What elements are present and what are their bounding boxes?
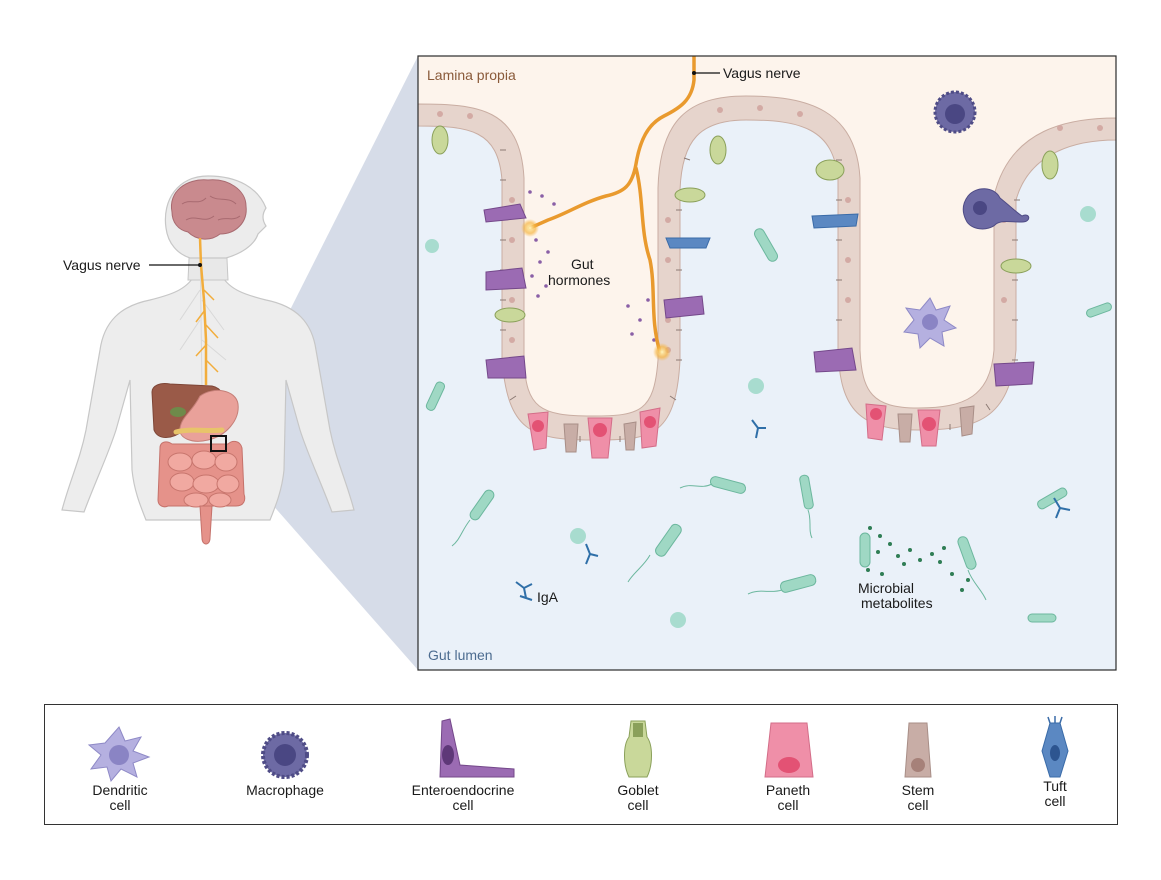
legend-goblet-line1: Goblet [617,782,659,798]
legend-macrophage: Macrophage [210,705,360,824]
gut-hormones-label-1: Gut [571,256,594,272]
paneth-cell-icon [764,722,814,778]
iga-antibodies [515,419,1071,601]
legend-enteroendocrine-line1: Enteroendocrine [411,782,515,798]
dendritic-cell-icon [87,726,151,783]
bacteria [425,228,1112,623]
macrophage-lamina [933,90,977,134]
gut-hormones-label-2: hormones [548,272,610,288]
legend-stem-line2: cell [907,797,929,813]
microbial-metabolites-label-1: Microbial [858,580,914,596]
legend-enteroendocrine-line2: cell [452,797,474,813]
stem-cell-icon [904,722,932,778]
legend-paneth-line1: Paneth [765,782,811,798]
legend-goblet-line2: cell [627,797,649,813]
iga-label: IgA [537,589,559,605]
legend-tuft-line1: Tuft [1043,778,1067,794]
vagus-nerve-inset [528,56,696,354]
legend-dendritic-line1: Dendritic [92,782,148,798]
legend-tuft-line2: cell [1044,793,1066,809]
tuft-cell-icon [1041,716,1069,778]
legend-macrophage-line1: Macrophage [246,782,324,798]
enteroendocrine-cells [483,203,1035,387]
human-body-figure [61,175,355,545]
epithelium [418,95,1116,441]
zoom-square [210,435,227,452]
legend-stem-line1: Stem [901,782,935,798]
macrophage-icon [261,731,309,779]
goblet-cell-icon [624,720,652,778]
main-illustration: Vagus nerve [61,55,1117,671]
legend-paneth-line2: cell [777,797,799,813]
lamina-propia-label: Lamina propia [427,67,516,83]
enteroendocrine-cell-icon [439,718,515,778]
dendritic-lumen [903,297,958,350]
zoom-wedge [226,56,418,670]
legend-dendritic-line2: cell [109,797,131,813]
body-vagus-label: Vagus nerve [63,257,141,273]
paneth-cells [527,403,941,459]
goblet-cells [431,125,1059,323]
gut-lumen-label: Gut lumen [428,647,493,663]
microbial-metabolites-label-2: metabolites [861,595,933,611]
intestine-inset [417,55,1117,671]
macrophage-lumen [962,188,1030,230]
inset-vagus-label: Vagus nerve [723,65,801,81]
